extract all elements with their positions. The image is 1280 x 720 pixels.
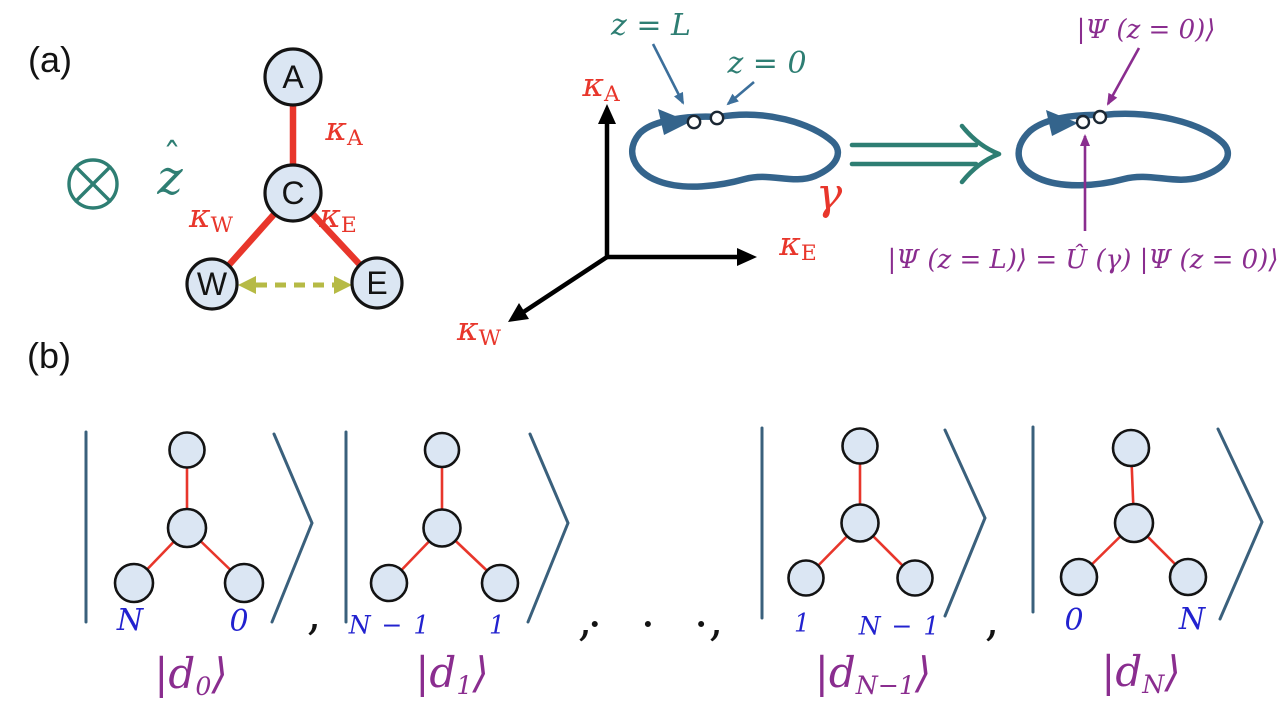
- psi-z0-label: |Ψ (z = 0)⟩: [1076, 15, 1216, 45]
- hat-accent: ˆ: [163, 137, 182, 179]
- node-E-label: E: [366, 265, 387, 301]
- loop-point-z0: [709, 110, 725, 126]
- ket-dN-1-graphic: [760, 426, 987, 620]
- coupling-label-kappa-A: κA: [325, 109, 363, 151]
- loop-direction-arrow: [658, 109, 690, 135]
- node-W-label: W: [197, 266, 228, 302]
- ket3-left-index: 1: [794, 608, 810, 638]
- z0-pointer-arrow: [726, 81, 755, 106]
- state-point-zL: [1075, 114, 1091, 130]
- ket1-right-index: 0: [229, 604, 249, 639]
- ket-d1-graphic: [344, 430, 570, 624]
- ket3-right-index: N − 1: [858, 611, 940, 641]
- node-A-label: A: [282, 59, 304, 95]
- node-C-label: C: [281, 175, 304, 211]
- separator-comma-4: ,: [984, 592, 1000, 646]
- panel-b-label: (b): [27, 335, 71, 376]
- axis-label-kappa-W: κW: [456, 309, 502, 351]
- zL-pointer-arrow: [651, 43, 685, 105]
- network-tree: A C W E: [185, 47, 404, 311]
- ket1-left-index: N: [116, 603, 144, 638]
- ket4-name: |dN⟩: [1101, 646, 1181, 699]
- coupling-label-kappa-E: κE: [319, 196, 357, 238]
- node-E-circle: [350, 256, 404, 310]
- state-point-z0: [1092, 109, 1108, 125]
- ket1-name: |d0⟩: [154, 648, 228, 701]
- z-equals-0-label: z = 0: [727, 46, 807, 81]
- ket4-right-index: N: [1178, 602, 1206, 637]
- axis-label-kappa-A: κA: [582, 65, 620, 107]
- parameter-axes: [508, 104, 757, 322]
- ket3-name: |dN−1⟩: [814, 647, 932, 700]
- dashed-exchange-arrow: [238, 276, 352, 294]
- gamma-label: γ: [815, 169, 843, 220]
- implies-arrow: [849, 123, 1002, 185]
- ket2-right-index: 1: [489, 610, 505, 640]
- ket2-left-index: N − 1: [348, 610, 430, 640]
- state-loop-direction-arrow: [1046, 110, 1078, 136]
- separator-comma-3: ,: [708, 592, 724, 646]
- ket2-name: |d1⟩: [415, 647, 489, 700]
- separator-comma-2: ,: [577, 592, 593, 646]
- psi0-pointer-arrow: [1106, 47, 1141, 106]
- parameter-loop: [629, 43, 842, 190]
- ket-dN-graphic: [1031, 425, 1264, 621]
- z-hat-base: z: [157, 150, 183, 206]
- otimes-icon: [67, 158, 119, 210]
- separator-dots: · · ·: [587, 597, 721, 651]
- separator-comma-1: ,: [306, 586, 322, 640]
- node-A-circle: [263, 47, 323, 107]
- panel-a-label: (a): [28, 39, 72, 80]
- node-W-circle: [185, 257, 239, 311]
- loop-point-zL: [686, 114, 702, 130]
- state-loop: [1015, 47, 1231, 231]
- node-C-circle: [263, 163, 323, 223]
- z-equals-L-label: z = L: [611, 8, 691, 43]
- ket-d0-graphic: [84, 430, 314, 624]
- axis-label-kappa-E: κE: [779, 224, 817, 266]
- ket4-left-index: 0: [1064, 603, 1084, 638]
- coupling-label-kappa-W: κW: [188, 196, 234, 238]
- evolution-equation: |Ψ (z = L)⟩ = Û (γ) |Ψ (z = 0)⟩: [887, 245, 1279, 275]
